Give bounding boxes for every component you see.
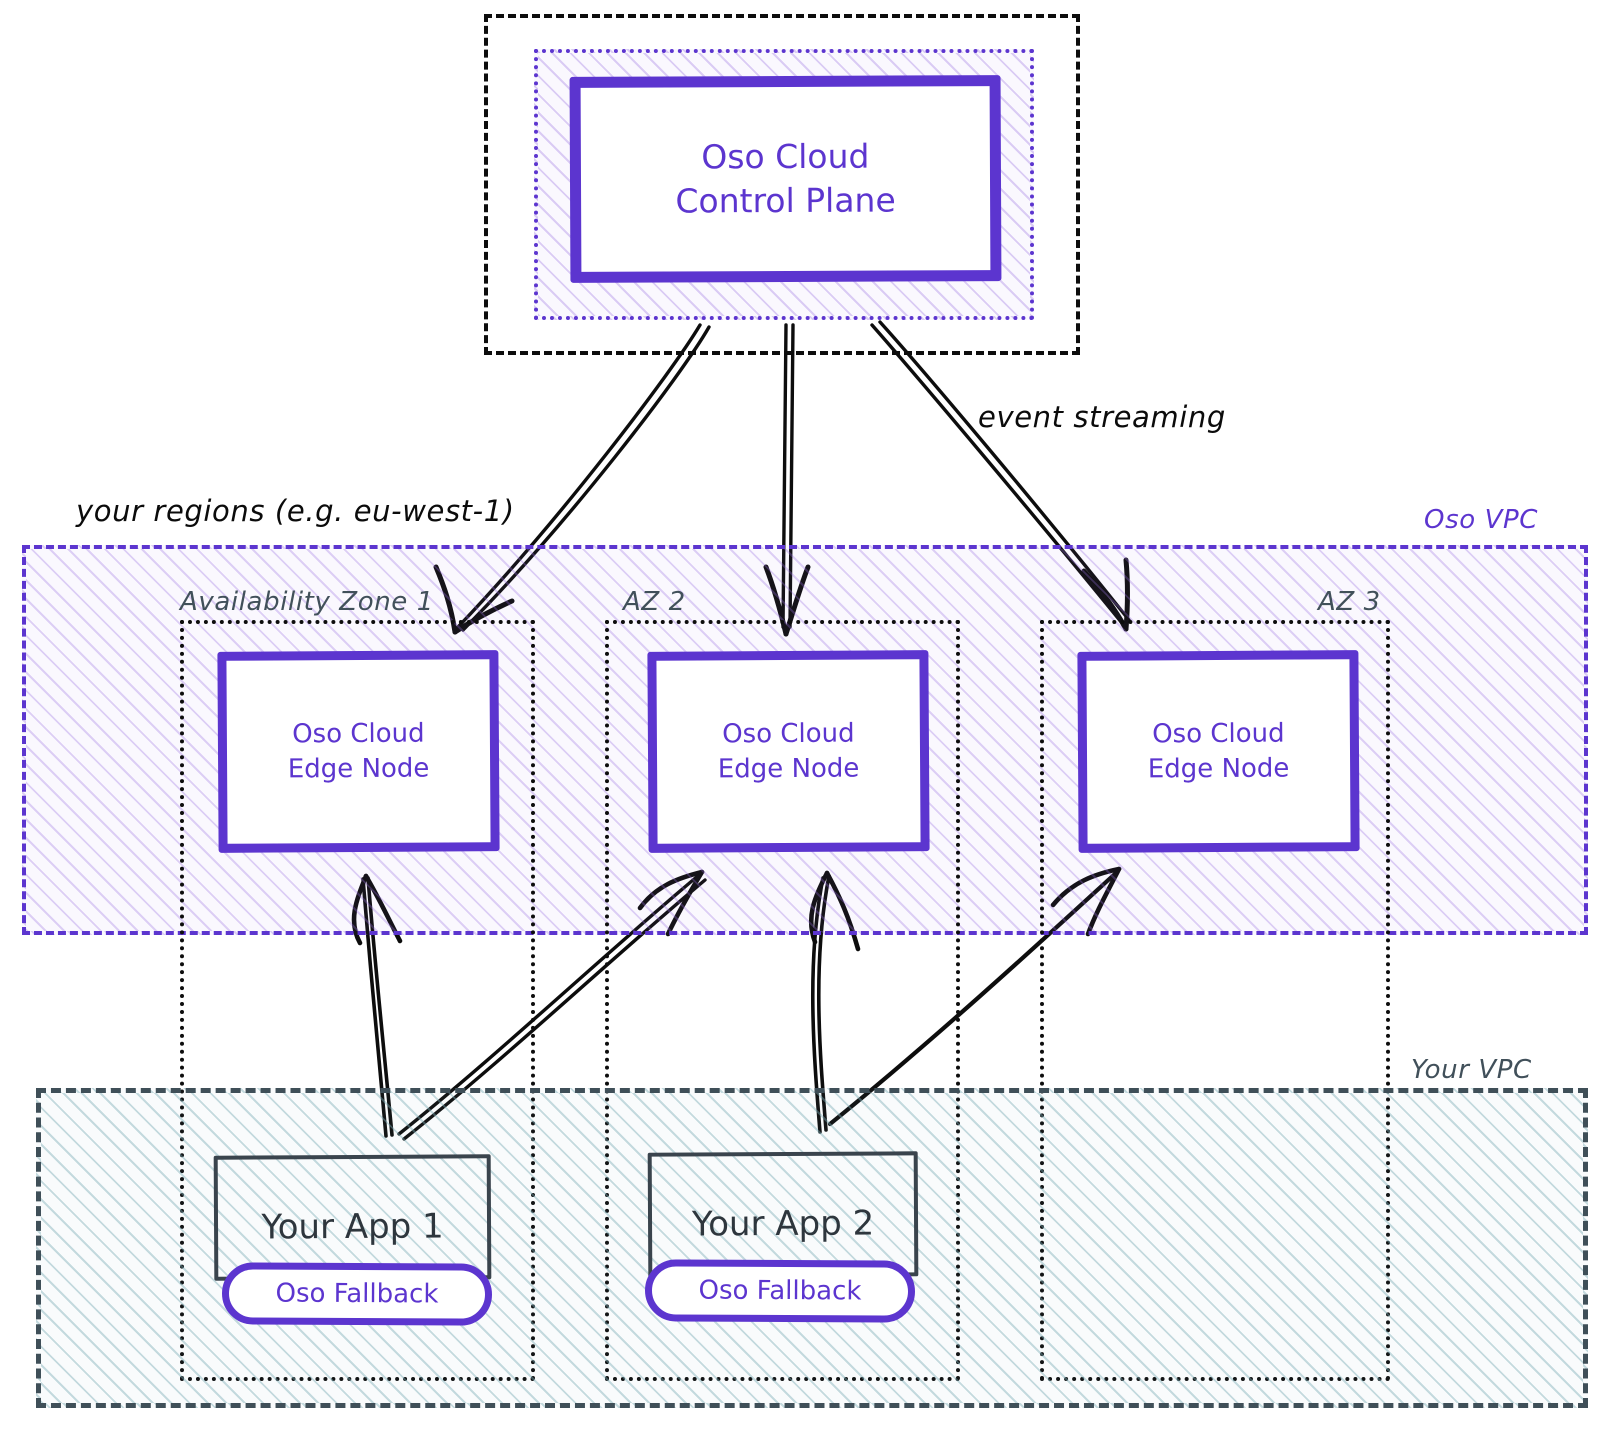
availability-zone-2-boundary[interactable] xyxy=(605,620,960,1381)
node-oso-cloud-edge-node-3[interactable]: Oso Cloud Edge Node xyxy=(1077,650,1360,853)
edge-node-1-label: Oso Cloud Edge Node xyxy=(287,718,430,784)
control-plane-label: Oso Cloud Control Plane xyxy=(675,136,896,221)
node-oso-cloud-control-plane[interactable]: Oso Cloud Control Plane xyxy=(569,75,1002,283)
node-oso-fallback-2[interactable]: Oso Fallback xyxy=(644,1259,916,1323)
your-app-1-label: Your App 1 xyxy=(261,1206,444,1248)
node-oso-fallback-1[interactable]: Oso Fallback xyxy=(221,1262,493,1326)
connector-app-2-to-edge-node-2 xyxy=(808,870,861,1134)
node-oso-cloud-edge-node-2[interactable]: Oso Cloud Edge Node xyxy=(647,650,930,853)
oso-fallback-2-label: Oso Fallback xyxy=(698,1275,862,1307)
availability-zone-3-boundary[interactable] xyxy=(1040,620,1390,1381)
node-oso-cloud-edge-node-1[interactable]: Oso Cloud Edge Node xyxy=(217,650,500,853)
availability-zone-1-boundary[interactable] xyxy=(180,620,535,1381)
region-your-vpc xyxy=(36,1088,1588,1408)
oso-fallback-1-label: Oso Fallback xyxy=(275,1278,439,1310)
edge-node-2-label: Oso Cloud Edge Node xyxy=(717,718,860,784)
your-app-2-label: Your App 2 xyxy=(691,1203,875,1245)
edge-node-3-label: Oso Cloud Edge Node xyxy=(1147,718,1290,784)
control-plane-outer-boundary xyxy=(484,14,1080,355)
connector-app-1-to-edge-node-2 xyxy=(397,869,707,1141)
connector-app-1-to-edge-node-1 xyxy=(351,873,403,1138)
connector-control-plane-to-edge-node-2 xyxy=(763,323,811,637)
